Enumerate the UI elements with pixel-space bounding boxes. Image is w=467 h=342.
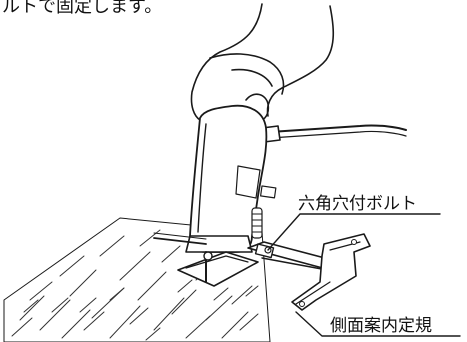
wood-grain-stroke — [139, 229, 161, 247]
wood-grain-stroke — [177, 279, 193, 293]
wood-grain-stroke — [79, 297, 97, 313]
wood-grain-stroke — [221, 311, 249, 339]
wood-grain-stroke — [245, 285, 259, 297]
wood-grain-stroke — [39, 299, 71, 331]
wood-grain-stroke — [119, 251, 151, 281]
wood-grain-stroke — [231, 285, 253, 305]
hex-bolt-label: 六角穴付ボルト — [298, 194, 417, 214]
wood-grain-stroke — [23, 299, 39, 313]
side-guide-label: 側面案内定規 — [330, 316, 432, 336]
wood-grain-stroke — [29, 281, 53, 301]
wood-grain-stroke — [59, 255, 85, 277]
power-cord — [261, 124, 407, 143]
wood-grain-stroke — [161, 245, 181, 263]
wood-grain-stroke — [109, 287, 125, 301]
blade-clamp-icon — [203, 251, 213, 261]
side-guide-assembly — [247, 233, 371, 311]
caption-fragment: ルトで固定します。 — [2, 0, 162, 17]
wood-grain-stroke — [109, 305, 141, 339]
wood-grain-stroke — [171, 289, 197, 315]
wood-grain-stroke — [99, 235, 125, 257]
wood-grain-stroke — [153, 297, 185, 331]
wood-grain-stroke — [69, 269, 97, 297]
speed-dial — [251, 207, 263, 239]
side-guide-callout: 側面案内定規 — [295, 311, 461, 337]
wood-grain-stroke — [11, 317, 33, 337]
wood-grain-stroke — [61, 309, 91, 339]
wood-grain-stroke — [19, 295, 45, 321]
wood-grain-stroke — [213, 287, 229, 301]
wood-grain-stroke — [83, 311, 105, 331]
wood-grain-stroke — [205, 295, 233, 321]
jigsaw-body — [185, 104, 277, 253]
wood-grain-stroke — [239, 313, 259, 331]
hex-bolt-callout: 六角穴付ボルト — [267, 194, 441, 251]
base-plate — [153, 232, 259, 287]
wood-grain-stroke — [51, 297, 69, 313]
wood-grain-stroke — [145, 327, 161, 341]
wood-grain-stroke — [137, 271, 167, 301]
wood-grain-stroke — [129, 307, 149, 325]
